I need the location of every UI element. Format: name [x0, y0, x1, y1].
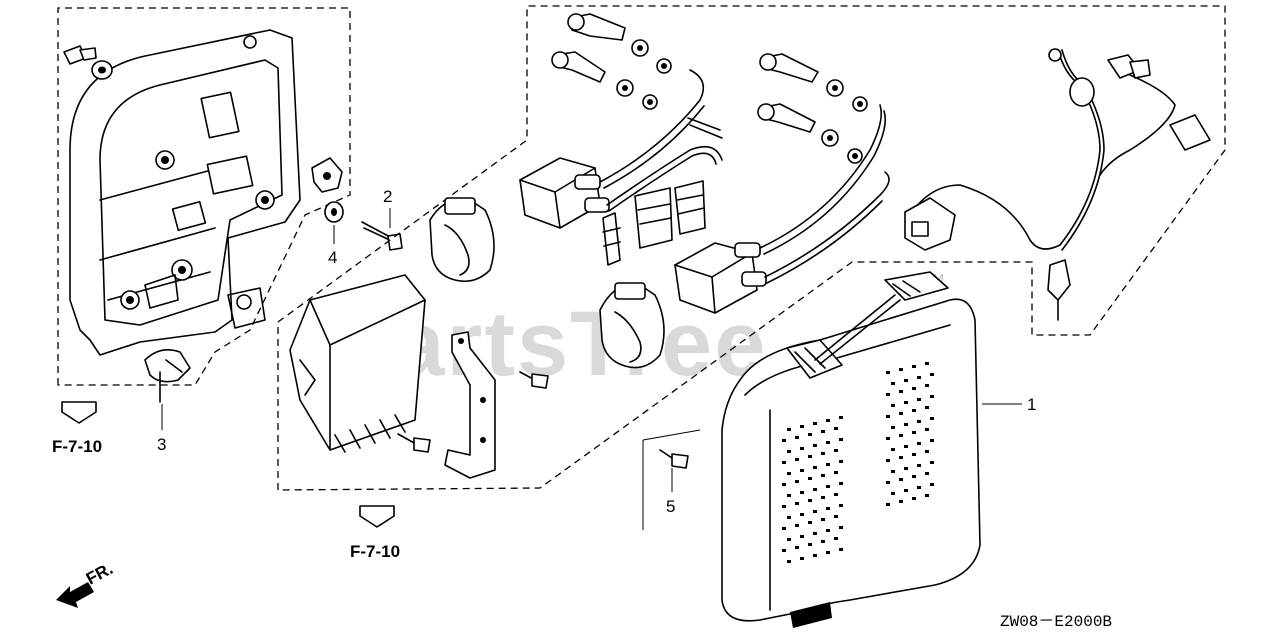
coil-2-wire-b-edge [766, 200, 883, 284]
wire-holder-3 [674, 180, 706, 235]
coil-1-lead [687, 117, 723, 139]
bracket-bolt-upper [519, 371, 549, 389]
ignition-coil-2 [674, 242, 767, 314]
diagram-code: ZW08－E2000B [1000, 613, 1112, 631]
wire-clip [311, 157, 343, 193]
mounting-bracket [444, 331, 496, 479]
wire-harness [904, 48, 1211, 321]
bolt-part-5 [659, 449, 689, 469]
coil-2-wire-a [759, 104, 883, 249]
coil-2-wire-a-edge [763, 110, 887, 255]
bracket-bolt-lower [397, 433, 431, 453]
wire-holder-1 [602, 212, 621, 266]
center-group-boundary [277, 5, 1226, 491]
reference-left: F-7-10 [52, 437, 102, 456]
cover-vent-pattern [782, 362, 934, 563]
part-5-guide [642, 429, 701, 530]
plug-cap-3 [759, 53, 819, 83]
front-direction-icon [56, 582, 94, 608]
coil-2-wire-b [764, 171, 890, 278]
coil-1-wire-b-edge [608, 152, 717, 212]
reference-arrow-center [359, 505, 395, 528]
left-group-boundary [57, 7, 351, 386]
reference-arrow-left [61, 401, 97, 424]
reference-center: F-7-10 [350, 542, 400, 561]
coil-1-wire-b [606, 145, 723, 206]
callout-4: 4 [328, 248, 337, 267]
bolt-part-2 [361, 221, 403, 251]
coil-1-wire-a [599, 69, 705, 183]
callout-5: 5 [666, 497, 675, 516]
ignition-coil-1 [519, 157, 610, 229]
callout-2: 2 [383, 187, 392, 206]
plug-cap-4 [757, 103, 816, 133]
control-box-cover-part-1 [721, 271, 981, 628]
wire-holder-2 [634, 187, 673, 249]
callout-1: 1 [1027, 395, 1036, 414]
control-module-unit [289, 274, 426, 453]
rubber-mount-lower [599, 282, 665, 369]
callout-3: 3 [157, 435, 166, 454]
panel-bolt [63, 45, 97, 65]
washer-part-4 [324, 201, 344, 223]
control-panel-plate [69, 29, 301, 356]
cable-clamp-part-3 [144, 349, 191, 403]
coil-1-wire-a-edge [603, 105, 705, 189]
panel-nut [91, 60, 113, 80]
plug-cap-1 [567, 13, 626, 41]
rubber-mount-upper [429, 197, 495, 283]
seal-set [616, 39, 868, 164]
plug-cap-2 [551, 51, 606, 83]
